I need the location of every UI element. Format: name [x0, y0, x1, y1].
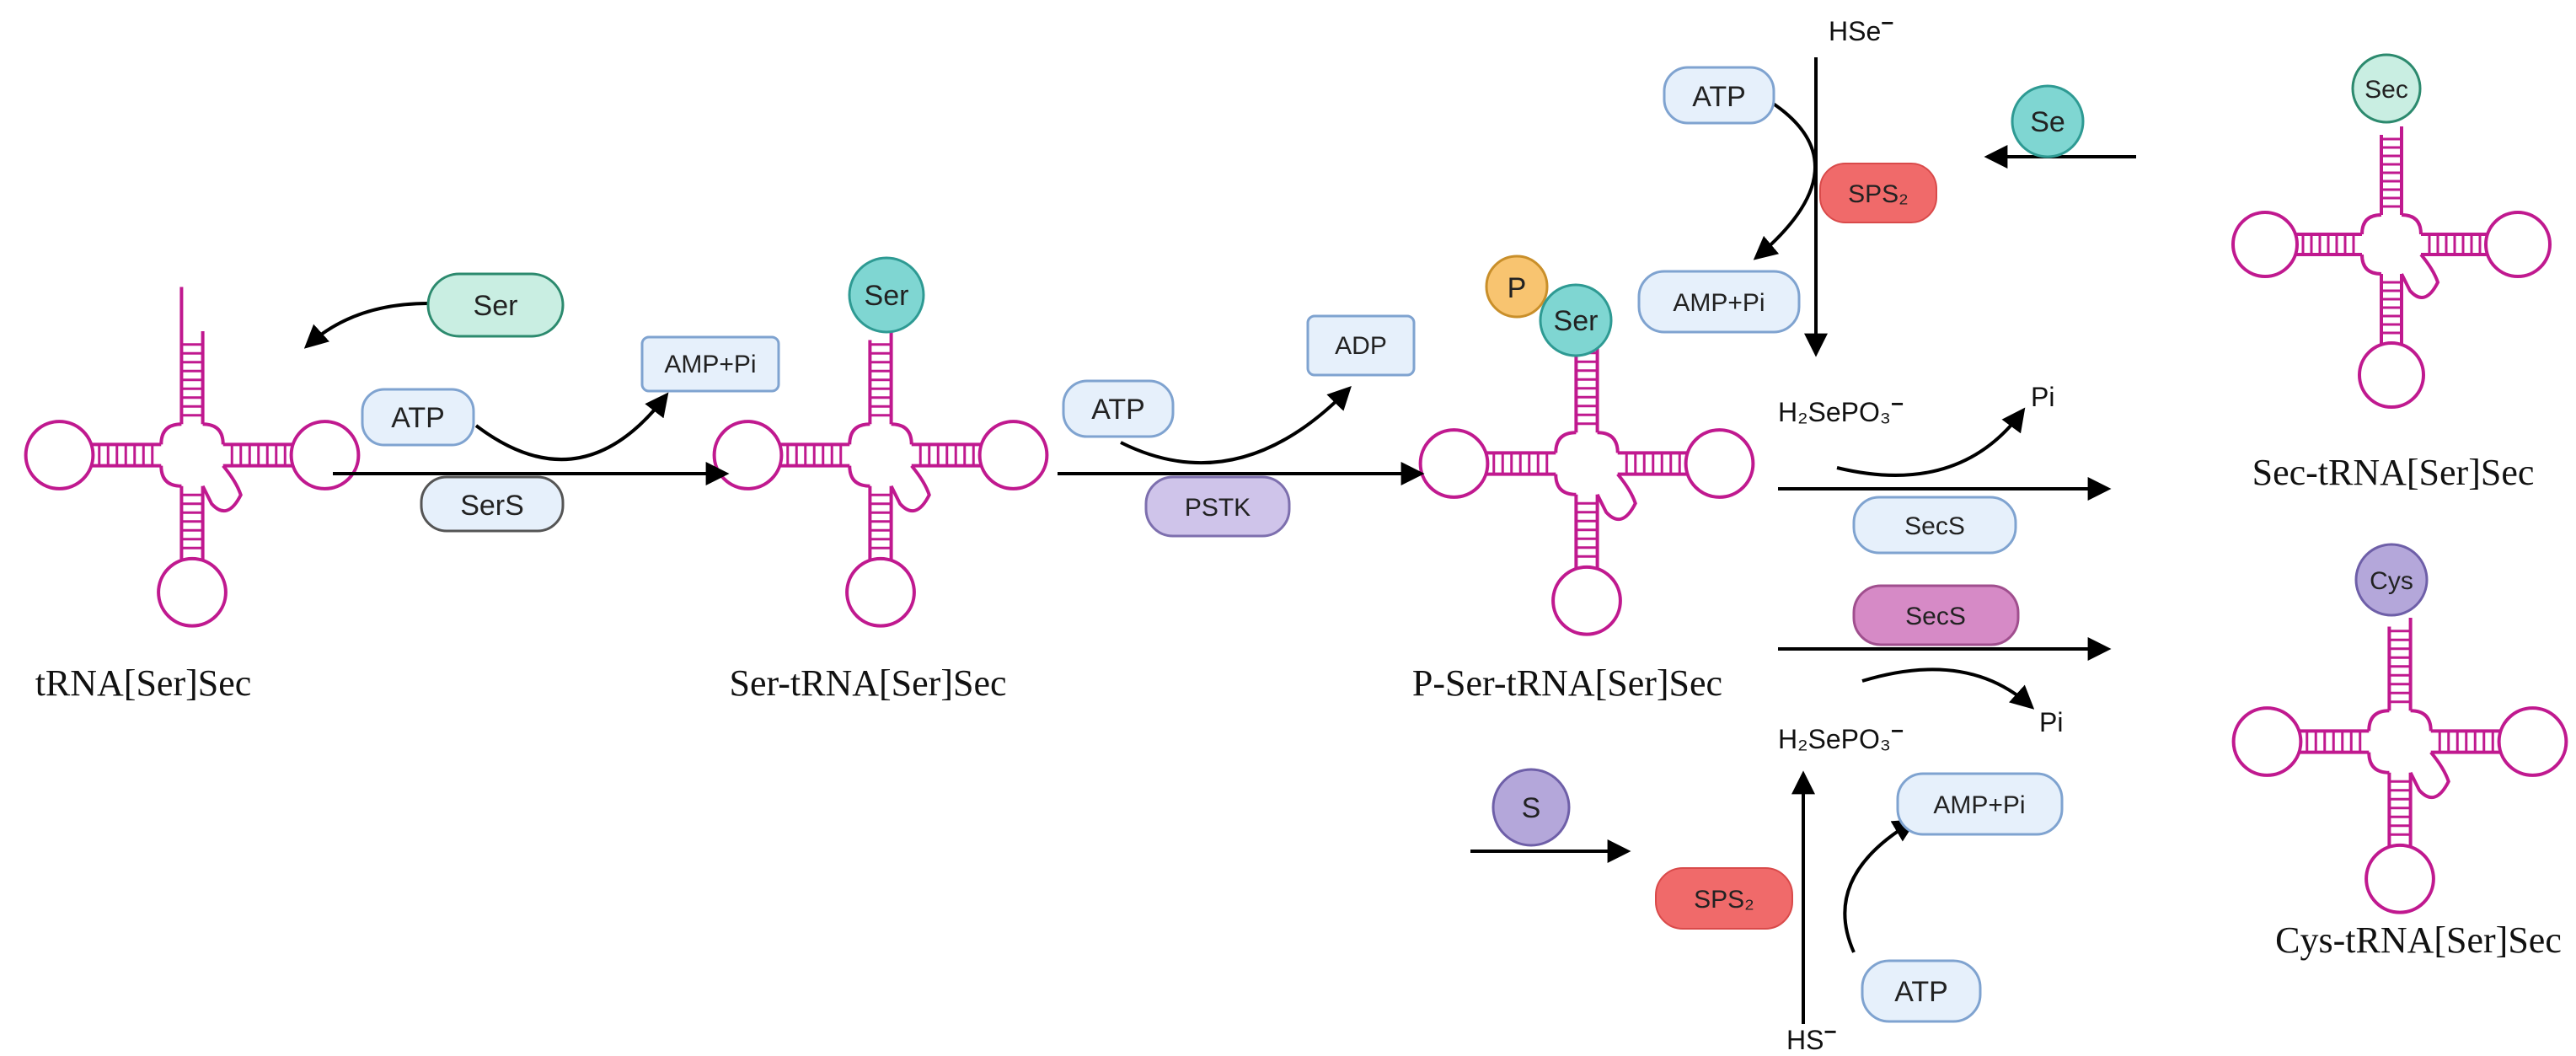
t-loop — [2497, 706, 2568, 777]
d-loop — [24, 420, 95, 490]
atp-pill-cys: ATP — [1861, 959, 1982, 1023]
junction — [848, 422, 913, 488]
p-ser-trna-caption: P-Ser-tRNA[Ser]Sec — [1412, 662, 1722, 704]
sps2-enzyme-sec: SPS₂ — [1819, 163, 1937, 223]
anticodon-loop — [1551, 565, 1622, 636]
atp-pill-sec: ATP — [1663, 66, 1775, 125]
adp-label: ADP — [1335, 332, 1387, 360]
sers-enzyme-pill: SerS — [420, 475, 565, 533]
cys-cap: Cys — [2354, 543, 2429, 617]
ser-trna-structure — [712, 331, 1049, 628]
p-cap-label: P — [1508, 272, 1527, 304]
cys-trna-caption: Cys-tRNA[Ser]Sec — [2275, 919, 2562, 961]
se-circle: Se — [2011, 84, 2085, 158]
amp-pi-label-cys: AMP+Pi — [1933, 791, 2025, 819]
atp-to-amp-arrow-cys — [1843, 819, 1917, 953]
anticodon-loop — [2358, 341, 2425, 409]
sec-cap-label: Sec — [2364, 76, 2408, 104]
ser-cap-label-3: Ser — [1554, 305, 1599, 337]
atp-label-sec: ATP — [1692, 81, 1746, 113]
amp-pi-label-sec: AMP+Pi — [1673, 289, 1765, 317]
variable-loop — [201, 464, 243, 513]
atp-label-cys: ATP — [1894, 976, 1948, 1008]
junction — [2367, 709, 2433, 775]
secs-label-cys: SecS — [1905, 603, 1966, 630]
variable-loop — [889, 464, 931, 513]
sec-cap: Sec — [2351, 53, 2422, 124]
variable-loop — [2408, 751, 2450, 800]
pi-label-sec: Pi — [2031, 382, 2054, 412]
t-loop — [1684, 428, 1755, 499]
ser-cap-2: Ser — [848, 256, 925, 334]
sec-trna-structure — [2231, 126, 2552, 409]
secs-enzyme-cys: SecS — [1852, 584, 2020, 646]
sps2-label-sec: SPS₂ — [1848, 180, 1909, 208]
junction — [1554, 431, 1620, 496]
s-circle: S — [1492, 768, 1571, 847]
d-loop — [712, 420, 784, 490]
pi-release-arrow-cys — [1861, 667, 2035, 710]
trna-caption: tRNA[Ser]Sec — [35, 662, 252, 704]
t-loop — [977, 420, 1049, 490]
sers-label: SerS — [460, 490, 524, 522]
pi-release-arrow-sec — [1836, 407, 2026, 477]
ser-substrate-label: Ser — [474, 290, 518, 322]
ser-substrate: Ser — [426, 272, 565, 338]
variable-loop — [2400, 253, 2440, 299]
d-loop — [1418, 428, 1490, 499]
variable-loop — [1595, 473, 1637, 522]
t-loop — [289, 420, 361, 490]
se-label: Se — [2030, 106, 2065, 138]
secs-enzyme-sec: SecS — [1852, 496, 2017, 555]
trna-structure — [24, 287, 361, 628]
adp-box: ADP — [1306, 314, 1416, 377]
p-ser-trna-structure — [1418, 340, 1755, 636]
anticodon-loop — [157, 556, 228, 628]
secs-label-sec: SecS — [1904, 512, 1965, 540]
selenophosphate-label-cys: H₂SePO₃− — [1778, 718, 1904, 754]
cys-cap-label: Cys — [2370, 567, 2413, 595]
atp-label-2: ATP — [1091, 394, 1145, 426]
hse-label: HSe− — [1829, 10, 1893, 46]
junction — [2360, 213, 2423, 276]
anticodon-loop — [2364, 843, 2435, 914]
atp-to-amp-arrow-sec — [1753, 99, 1817, 260]
atp-to-adp-arrow — [1120, 385, 1352, 465]
selenophosphate-label-sec: H₂SePO₃− — [1778, 391, 1904, 427]
d-loop — [2231, 211, 2299, 278]
amp-pi-pill-cys: AMP+Pi — [1896, 772, 2064, 836]
ser-cap-3: Ser — [1539, 283, 1613, 357]
pi-label-cys: Pi — [2039, 707, 2063, 737]
pstk-enzyme-pill: PSTK — [1144, 475, 1291, 538]
ser-cap-label-2: Ser — [865, 280, 909, 312]
t-loop — [2484, 211, 2552, 278]
atp-pill-1: ATP — [361, 388, 475, 447]
cys-trna-structure — [2231, 618, 2568, 914]
amp-pi-box-1: AMP+Pi — [640, 335, 780, 393]
anticodon-loop — [845, 556, 916, 628]
d-loop — [2231, 706, 2303, 777]
p-cap: P — [1485, 255, 1549, 319]
atp-label-1: ATP — [391, 402, 445, 434]
junction — [159, 422, 225, 488]
pstk-label: PSTK — [1185, 494, 1251, 522]
hs-label: HS− — [1786, 1019, 1837, 1055]
sec-trna-caption: Sec-tRNA[Ser]Sec — [2252, 452, 2535, 493]
ser-trna-caption: Ser-tRNA[Ser]Sec — [729, 662, 1006, 704]
amp-pi-pill-sec: AMP+Pi — [1637, 270, 1801, 334]
ser-entry-arrow — [303, 302, 429, 349]
sps2-enzyme-cys: SPS₂ — [1655, 867, 1793, 930]
amp-pi-label-1: AMP+Pi — [664, 351, 756, 378]
s-label: S — [1522, 792, 1541, 824]
atp-to-amp-arrow — [474, 392, 669, 461]
sps2-label-cys: SPS₂ — [1694, 886, 1754, 914]
atp-pill-2: ATP — [1062, 379, 1175, 438]
